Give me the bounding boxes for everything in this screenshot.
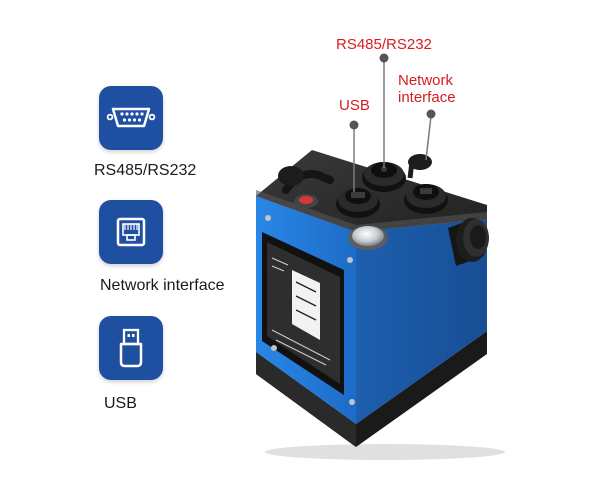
rj45-ethernet-port-icon xyxy=(116,217,146,247)
label-diagram-lines xyxy=(295,281,317,321)
metal-push-button xyxy=(352,226,384,246)
db9-serial-port-icon xyxy=(106,107,156,128)
device-side-face xyxy=(356,219,487,424)
callout-pin-usb xyxy=(349,120,359,192)
usb-feature-label: USB xyxy=(104,395,137,412)
callout-rs485: RS485/RS232 xyxy=(336,36,432,53)
screw-icon xyxy=(271,345,277,351)
usb-port-tile xyxy=(99,316,163,380)
network-port-tile xyxy=(99,200,163,264)
cable-gland xyxy=(278,166,304,186)
callout-network-line1: Network xyxy=(398,72,454,89)
device-shadow xyxy=(265,444,505,460)
side-connector-cap xyxy=(448,218,489,266)
serial-port-tile xyxy=(99,86,163,150)
screw-icon xyxy=(347,257,353,263)
label-footer-lines xyxy=(271,329,331,366)
usb-port-connector xyxy=(336,188,380,218)
callout-usb: USB xyxy=(339,97,370,114)
callout-pin-rs485 xyxy=(379,53,389,168)
label-text-lines xyxy=(271,257,289,272)
screw-icon xyxy=(349,399,355,405)
screw-icon xyxy=(265,215,271,221)
network-feature-label: Network interface xyxy=(100,277,225,294)
usb-connector-icon xyxy=(119,328,143,368)
bottom-band-front xyxy=(256,352,356,447)
top-bevel xyxy=(256,190,487,232)
network-port-connector xyxy=(404,154,448,214)
indicator-button xyxy=(299,196,313,204)
callout-pin-network xyxy=(425,109,436,161)
callout-network-line2: interface xyxy=(398,89,456,106)
rs485-port-connector xyxy=(362,162,406,192)
serial-feature-label: RS485/RS232 xyxy=(94,162,197,179)
label-diagram-area xyxy=(292,270,320,340)
